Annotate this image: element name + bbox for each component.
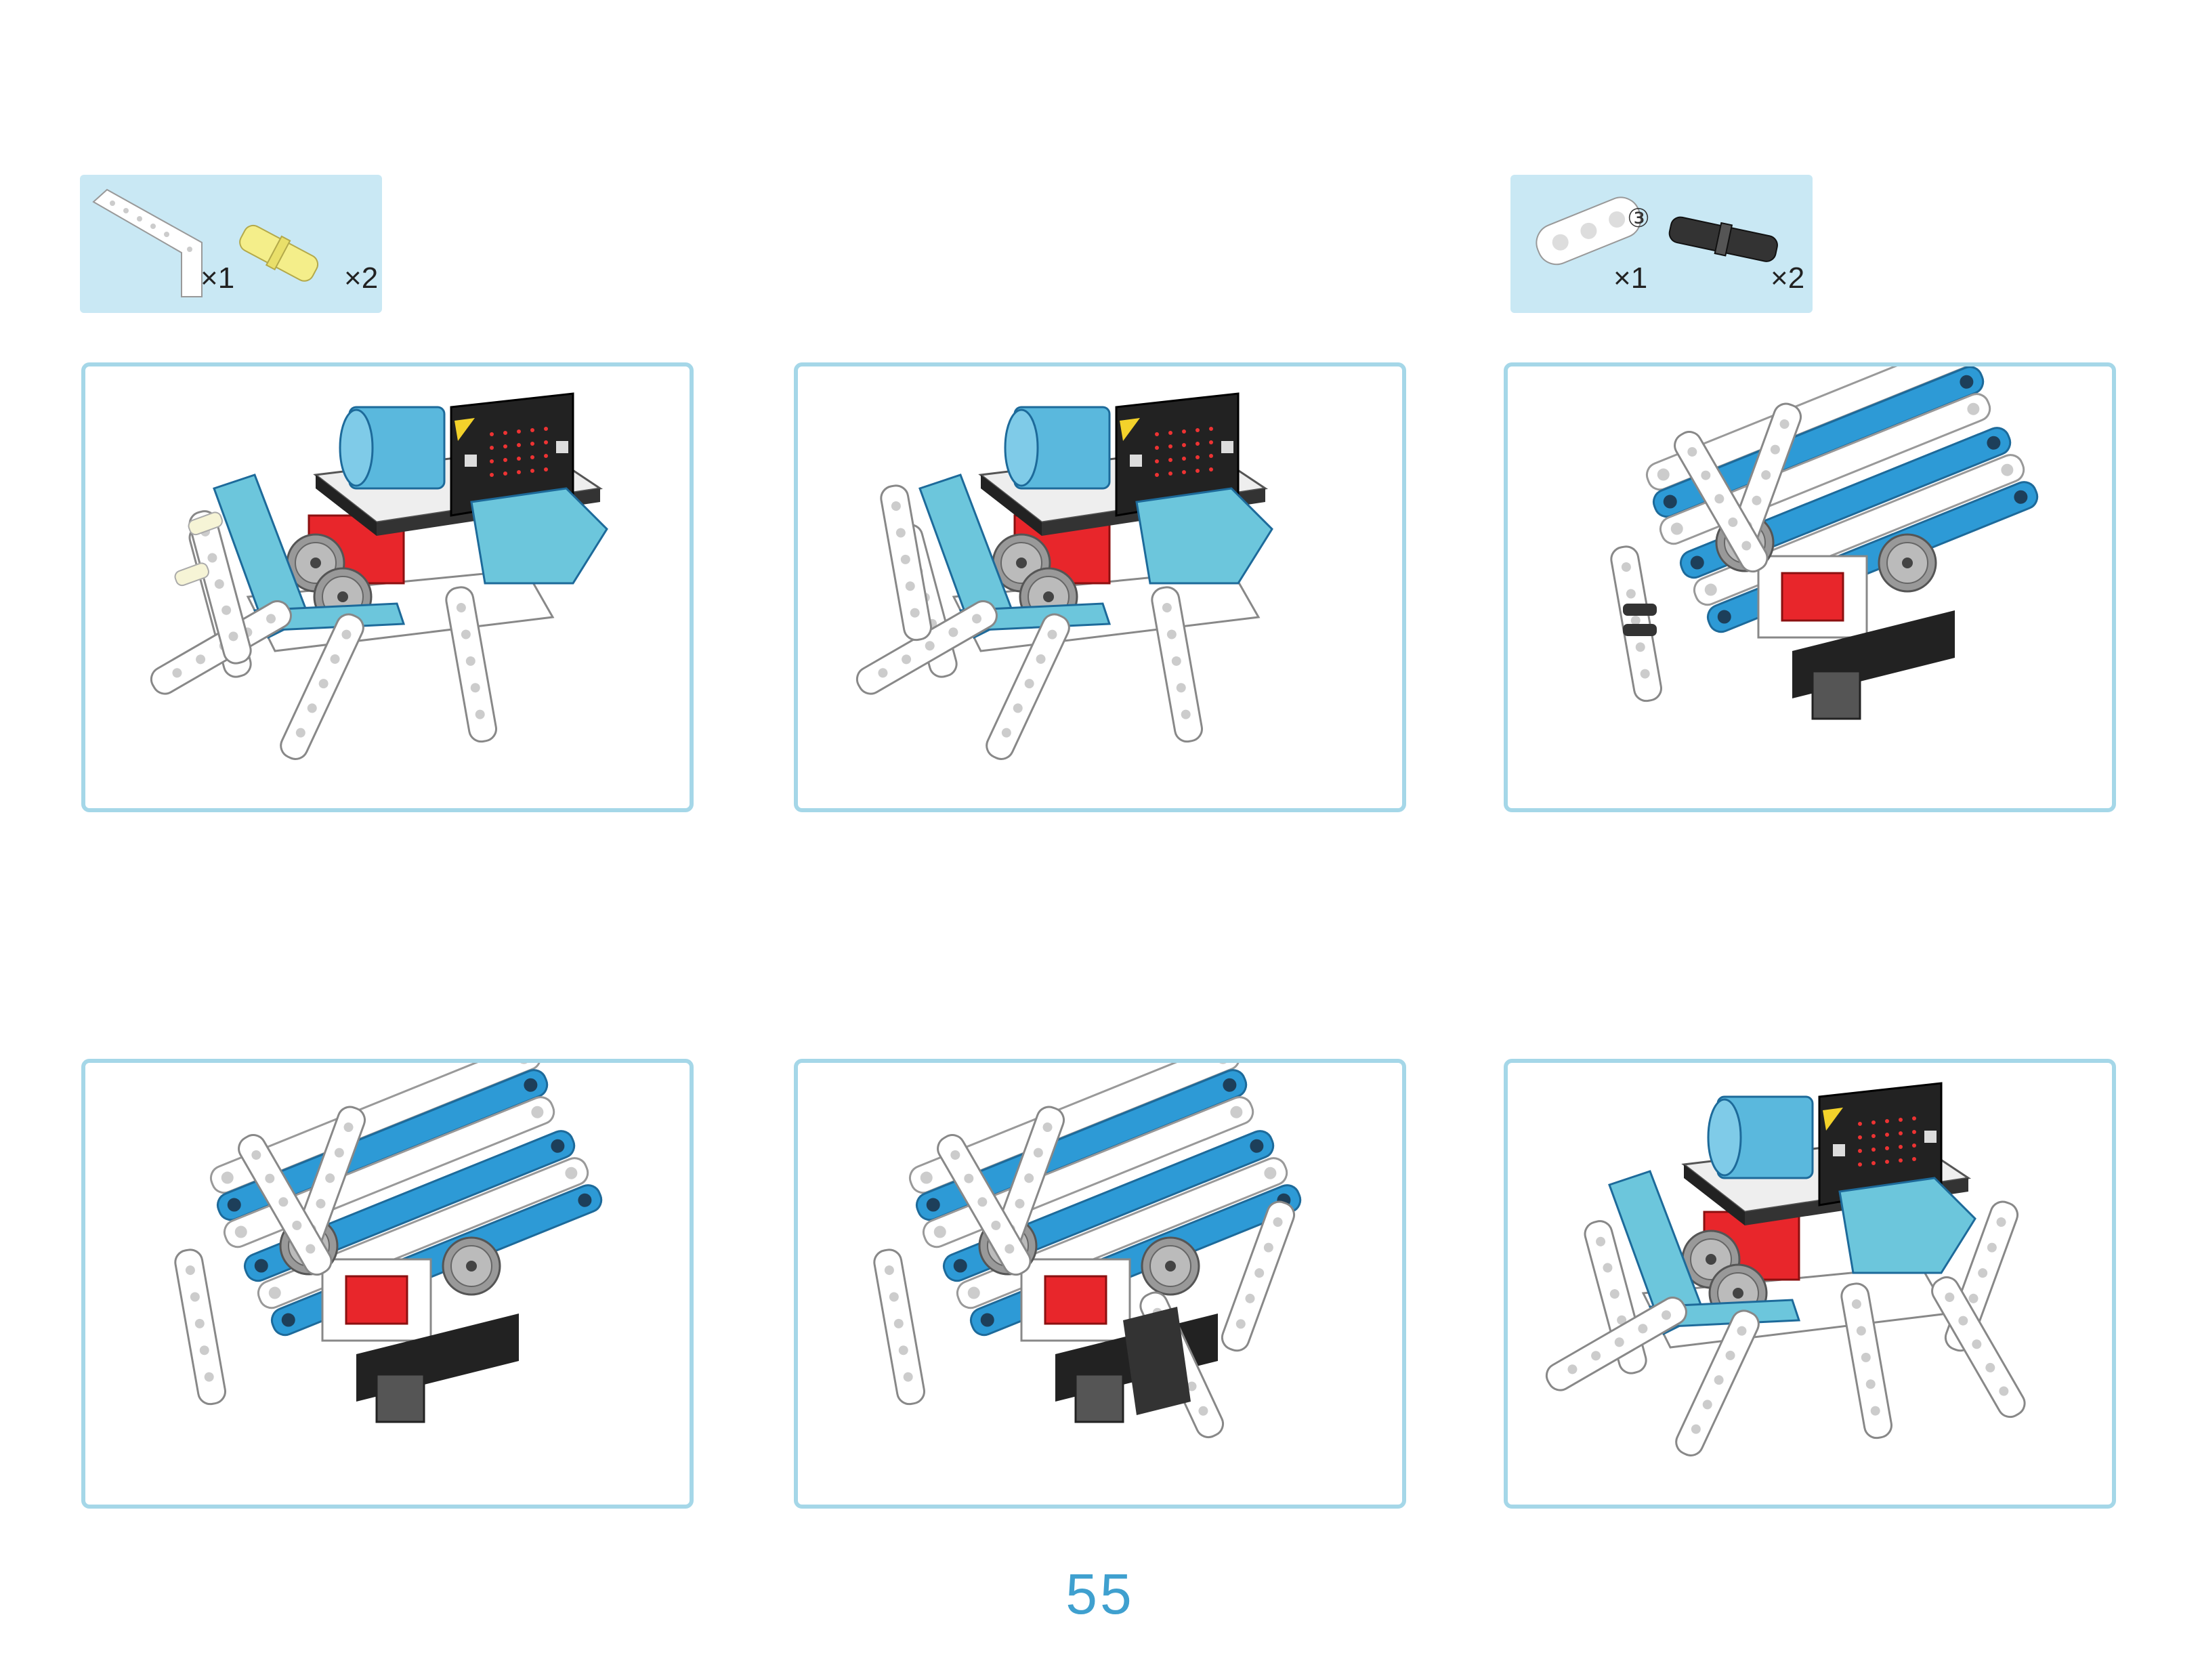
page-number: 55	[1065, 1562, 1135, 1626]
part-quantity: ×2	[344, 261, 379, 295]
step-frame-5	[794, 1059, 1406, 1509]
robot-assembly-complete-icon	[1508, 1082, 2031, 1505]
parts-list-1: ×1 ×2	[80, 175, 382, 313]
robot-assembly-front-open-icon	[85, 392, 608, 808]
step-frame-1	[81, 362, 694, 812]
step-frame-2	[794, 362, 1406, 812]
step-frame-4	[81, 1059, 694, 1509]
parts-list-2: ③ ×1 ×2	[1510, 175, 1813, 313]
part-quantity: ×1	[200, 261, 235, 295]
robot-assembly-front-closed-icon	[798, 392, 1273, 808]
black-pin-icon	[1668, 216, 1778, 262]
white-l-beam-icon	[92, 188, 203, 297]
step-frame-3	[1504, 362, 2116, 812]
parts-illustration-2	[1536, 196, 1778, 266]
white-short-beam-icon	[1536, 196, 1642, 266]
robot-assembly-bottom-pins-icon	[1508, 366, 2112, 808]
step-frame-6	[1504, 1059, 2116, 1509]
step-marker: ③	[1627, 203, 1651, 233]
parts-illustration-1	[92, 188, 319, 297]
part-quantity: ×2	[1771, 261, 1805, 295]
robot-assembly-bottom-icon	[85, 1063, 690, 1505]
yellow-pin-icon	[239, 224, 319, 282]
part-quantity: ×1	[1613, 261, 1648, 295]
robot-assembly-bottom-legs-icon	[798, 1063, 1402, 1442]
